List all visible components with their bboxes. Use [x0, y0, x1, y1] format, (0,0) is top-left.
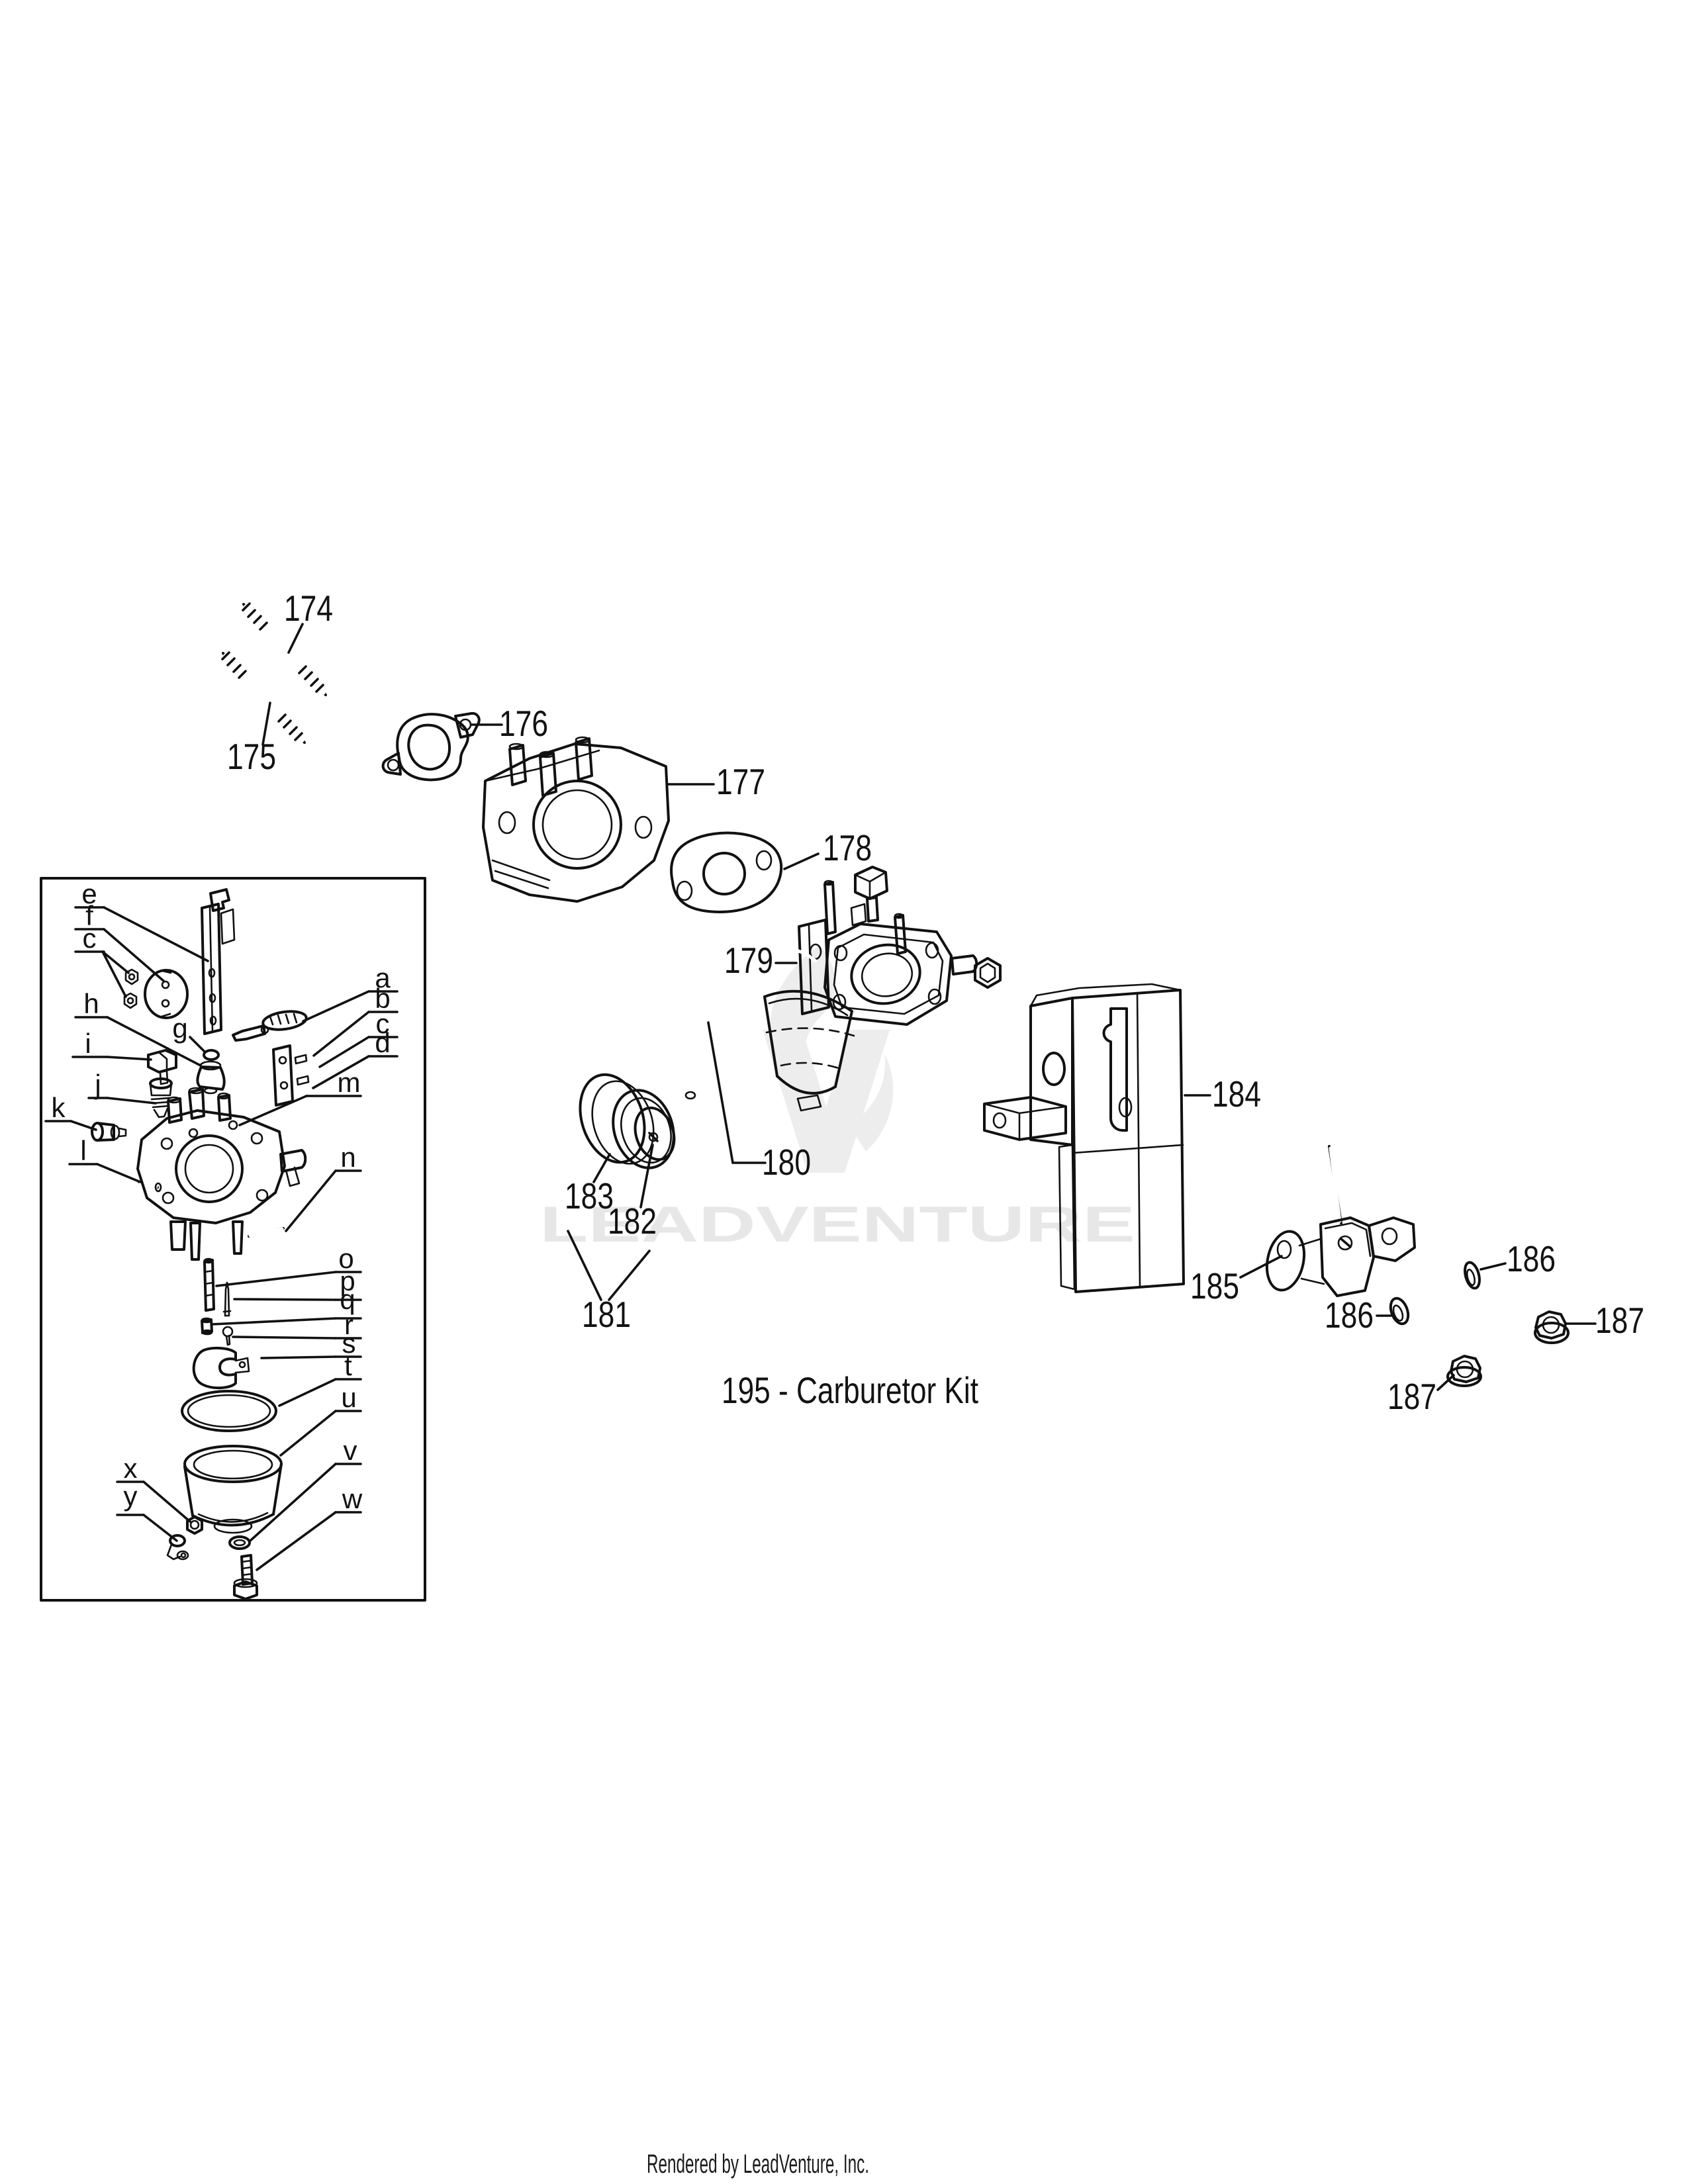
inset-letter-c-upper: c	[83, 923, 97, 954]
part-number-181: 181	[582, 1294, 631, 1335]
stud-175-drawing	[221, 651, 306, 744]
part-number-176: 176	[499, 703, 548, 744]
part-number-178: 178	[823, 827, 872, 868]
part-number-174: 174	[284, 588, 333, 629]
inset-border	[40, 877, 426, 1602]
inset-inlet-seat-drawing	[196, 1049, 226, 1095]
inset-carburetor-body-drawing	[136, 1087, 307, 1261]
part-number-184: 184	[1212, 1073, 1261, 1115]
inset-bowl-bolt-drawing	[233, 1554, 258, 1600]
inset-needle-drawing	[222, 1281, 232, 1317]
inset-letter-j: j	[93, 1069, 101, 1100]
inset-letter-a: a	[375, 962, 391, 993]
o-ring-186-right-drawing	[1464, 1261, 1481, 1290]
inset-throttle-lever-drawing	[232, 1010, 310, 1107]
inset-letter-g: g	[172, 1013, 187, 1044]
part-number-187-bottom: 187	[1387, 1376, 1436, 1417]
footer-credit: Rendered by LeadVenture, Inc.	[647, 2150, 869, 2179]
inset-leader-lines	[70, 906, 370, 1571]
inset-letter-v: v	[344, 1435, 357, 1466]
inset-letter-l: l	[80, 1135, 86, 1166]
watermark-text: LEADVENTURE	[539, 1197, 1135, 1253]
inset-letter-u: u	[341, 1382, 356, 1413]
inset-letter-o: o	[338, 1243, 353, 1274]
inset-letter-y: y	[124, 1480, 138, 1512]
part-number-177: 177	[716, 761, 765, 802]
part-number-182: 182	[608, 1201, 657, 1242]
inset-nut-x-drawing	[186, 1516, 203, 1535]
cover-cap-assembly-drawing	[579, 1073, 676, 1169]
choke-bracket-185-drawing	[1265, 1145, 1416, 1297]
inset-letter-h: h	[83, 988, 99, 1019]
carburetor-detail-inset: e f c h i j k l g a b c d m n o p q r s …	[40, 877, 426, 1602]
inset-main-jet-drawing	[203, 1257, 215, 1312]
carburetor-assembly-179-drawing	[763, 866, 1002, 1112]
heat-shield-184-drawing	[983, 983, 1185, 1293]
inset-letter-d: d	[375, 1027, 390, 1058]
fuel-tube-180-drawing	[684, 946, 818, 1100]
flange-nut-187-right-drawing	[1534, 1310, 1570, 1344]
part-number-187-right: 187	[1595, 1300, 1644, 1341]
inset-bowl-gasket-drawing	[181, 1390, 277, 1432]
inset-screws-c-drawing	[123, 968, 139, 1009]
inset-letter-underlines	[44, 906, 399, 1516]
kit-title: 195 - Carburetor Kit	[722, 1369, 978, 1411]
inset-letter-n: n	[340, 1142, 355, 1173]
inset-float-drawing	[192, 1346, 250, 1389]
inset-float-pin-drawing	[222, 1326, 234, 1346]
carburetor-insulator-177-drawing	[482, 736, 670, 903]
inset-letter-k: k	[52, 1092, 66, 1123]
inset-letter-t: t	[344, 1350, 352, 1381]
part-number-180: 180	[762, 1142, 811, 1183]
part-number-185: 185	[1190, 1265, 1239, 1306]
inset-letter-p: p	[340, 1265, 355, 1297]
gasket-176-drawing	[381, 711, 481, 782]
stud-174-drawing	[242, 602, 327, 696]
part-number-186-left: 186	[1325, 1295, 1374, 1336]
part-number-186-right: 186	[1507, 1238, 1556, 1279]
part-number-175: 175	[227, 736, 276, 777]
inset-letter-f: f	[85, 900, 93, 931]
leadventure-flame-v-icon	[763, 945, 894, 1173]
inset-float-hinge-drawing	[201, 888, 236, 1035]
inset-choke-plate-drawing	[144, 969, 189, 1019]
inset-drain-oring-drawing	[228, 1535, 251, 1550]
leader-lines	[261, 623, 1597, 1391]
inset-letter-x: x	[124, 1453, 138, 1484]
inset-letter-i: i	[85, 1028, 91, 1059]
inset-letter-q: q	[340, 1284, 355, 1315]
inset-idle-screw-drawing	[149, 1077, 173, 1118]
gasket-178-drawing	[670, 831, 783, 913]
inset-letter-m: m	[338, 1067, 361, 1098]
inset-collar-drawing	[201, 1317, 213, 1336]
inset-letter-w: w	[342, 1483, 363, 1514]
inset-fitting-y-drawing	[166, 1534, 189, 1561]
part-number-179: 179	[724, 940, 773, 981]
o-ring-186-left-drawing	[1389, 1297, 1410, 1326]
inset-letter-b: b	[375, 983, 390, 1014]
inset-letter-s: s	[342, 1328, 356, 1359]
inset-float-bowl-drawing	[183, 1445, 283, 1534]
part-number-183: 183	[565, 1175, 614, 1216]
inset-pin-n-drawing	[248, 1227, 285, 1238]
inset-choke-knob-drawing	[91, 1122, 127, 1142]
inset-letter-c-right: c	[376, 1008, 390, 1039]
flange-nut-187-bottom-drawing	[1446, 1355, 1482, 1387]
inset-letter-e: e	[81, 878, 97, 909]
inset-letter-r: r	[344, 1309, 353, 1340]
